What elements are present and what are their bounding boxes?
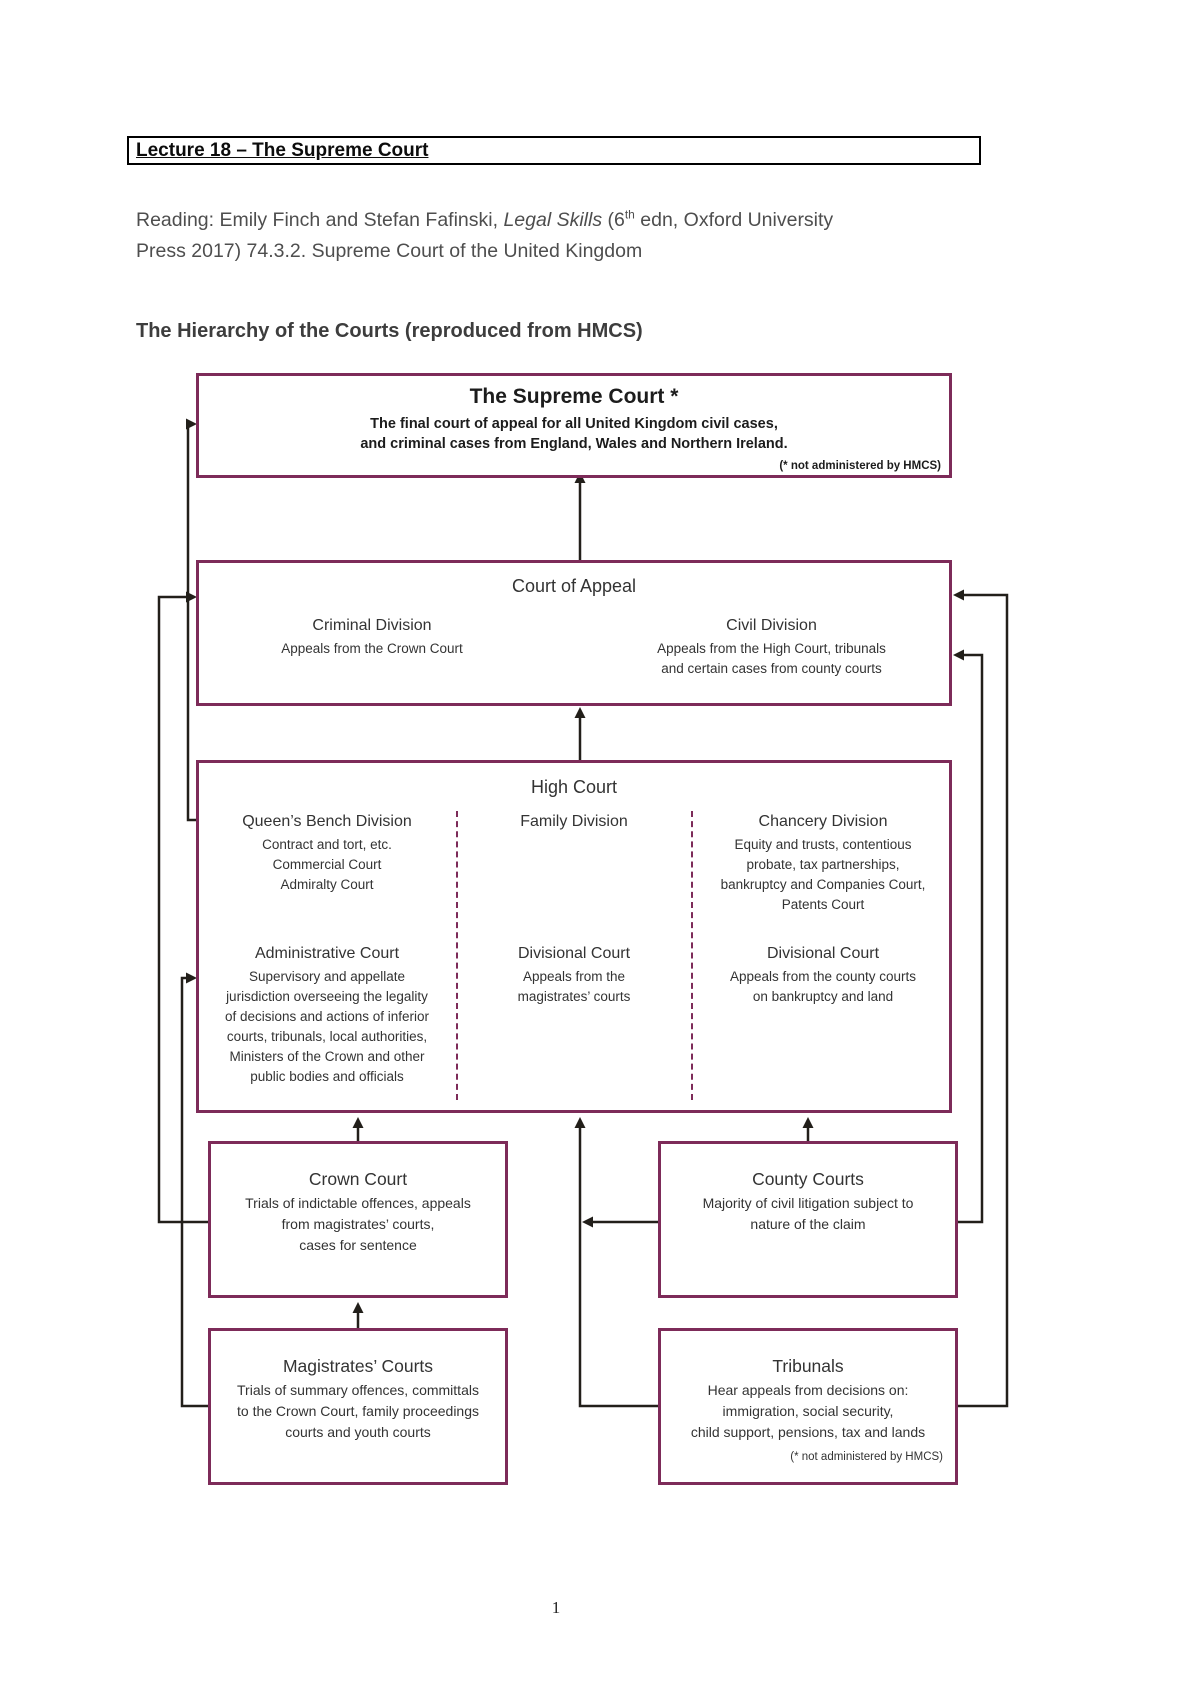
page-number: 1 [551,1598,561,1617]
supreme-court-footnote: (* not administered by HMCS) [779,460,941,472]
supreme-court-title: The Supreme Court * [469,385,679,408]
tribunals-title: Tribunals [772,1356,844,1376]
reading-book-title: Legal Skills [503,209,603,231]
county-courts-desc: Majority of civil litigation subject to … [702,1195,914,1232]
divisional-court-family: Divisional Court Appeals from the magist… [466,945,682,1007]
criminal-division: Criminal Division Appeals from the Crown… [227,617,517,659]
supreme-court-box: The Supreme Court * The final court of a… [196,373,952,478]
civil-division: Civil Division Appeals from the High Cou… [614,617,929,679]
chancery-division-desc: Equity and trusts, contentious probate, … [720,837,926,912]
high-court-box: High Court Queen’s Bench Division Contra… [196,760,952,1113]
tribunals-desc: Hear appeals from decisions on: immigrat… [690,1382,926,1440]
crown-court-desc: Trials of indictable offences, appeals f… [245,1195,471,1253]
crown-court-box: Crown Court Trials of indictable offence… [208,1141,508,1298]
arrow-hc-to-coa [574,707,586,760]
county-courts-box: County Courts Majority of civil litigati… [658,1141,958,1298]
criminal-division-title: Criminal Division [312,617,432,634]
arrow-crown-to-hc [352,1117,364,1141]
reading-prefix: Reading: Emily Finch and Stefan Fafinski… [136,209,504,231]
chancery-division-column: Chancery Division Equity and trusts, con… [701,813,945,1103]
arrow-tribunals-to-coa-right [953,589,1009,1408]
lecture-title-box: Lecture 18 – The Supreme Court [127,136,981,165]
column-divider [456,811,458,1100]
queens-bench-title: Queen’s Bench Division [242,813,412,830]
reading-text: Reading: Emily Finch and Stefan Fafinski… [136,205,833,267]
crown-court-title: Crown Court [308,1169,408,1189]
arrow-county-to-riser [582,1216,658,1228]
magistrates-courts-desc: Trials of summary offences, committals t… [237,1382,479,1440]
column-divider [691,811,693,1100]
administrative-court: Administrative Court Supervisory and app… [207,945,447,1087]
arrow-county-to-coa-right [953,649,984,1224]
family-division-column: Family Division Divisional Court Appeals… [466,813,682,1103]
divisional-court-chancery: Divisional Court Appeals from the county… [701,945,945,1007]
reading-line-2: Press 2017) 74.3.2. Supreme Court of the… [136,240,643,262]
criminal-division-desc: Appeals from the Crown Court [281,641,463,656]
civil-division-title: Civil Division [726,617,817,634]
reading-tail: edn, Oxford University [634,209,834,231]
court-of-appeal-title: Court of Appeal [511,576,637,596]
arrow-county-to-hc [802,1117,814,1141]
tribunals-box: Tribunals Hear appeals from decisions on… [658,1328,958,1485]
divisional-court-family-title: Divisional Court [517,945,631,962]
court-of-appeal-box: Court of Appeal Criminal Division Appeal… [196,560,952,706]
administrative-court-title: Administrative Court [254,945,400,962]
reading-line-1: Reading: Emily Finch and Stefan Fafinski… [136,205,833,236]
county-courts-title: County Courts [752,1169,864,1189]
divisional-court-chancery-desc: Appeals from the county courts on bankru… [729,969,917,1004]
hierarchy-heading: The Hierarchy of the Courts (reproduced … [136,320,643,342]
magistrates-courts-box: Magistrates’ Courts Trials of summary of… [208,1328,508,1485]
family-division-title: Family Division [520,813,628,830]
chancery-division-title: Chancery Division [758,813,888,830]
reading-mid: (6 [602,209,625,231]
arrow-coa-to-supreme [574,472,586,560]
arrow-tribunals-to-hc [574,1117,658,1408]
divisional-court-chancery-title: Divisional Court [766,945,880,962]
divisional-court-family-desc: Appeals from the magistrates’ courts [517,969,631,1004]
tribunals-footnote: (* not administered by HMCS) [790,1451,943,1463]
magistrates-courts-title: Magistrates’ Courts [282,1356,434,1376]
civil-division-desc: Appeals from the High Court, tribunals a… [657,641,886,676]
high-court-title: High Court [530,777,618,797]
arrow-magistrates-to-crown [352,1302,364,1328]
queens-bench-desc: Contract and tort, etc. Commercial Court… [262,837,392,892]
administrative-court-desc: Supervisory and appellate jurisdiction o… [224,969,430,1084]
reading-superscript: th [624,207,635,222]
supreme-court-desc: The final court of appeal for all United… [360,416,788,452]
queens-bench-column: Queen’s Bench Division Contract and tort… [207,813,447,1103]
lecture-title: Lecture 18 – The Supreme Court [136,139,429,161]
